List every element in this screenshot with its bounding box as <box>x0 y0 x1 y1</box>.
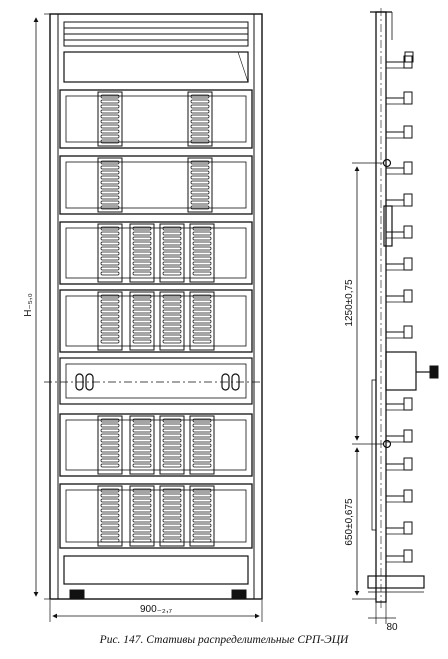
side-bracket <box>386 257 413 271</box>
foot-left <box>69 589 85 600</box>
side-bracket <box>386 91 413 105</box>
shelf-4 <box>59 289 253 353</box>
terminal-column <box>97 485 123 547</box>
terminal-column <box>159 415 185 475</box>
terminal-column <box>97 91 123 147</box>
side-bracket <box>386 325 413 339</box>
mount-hole-upper <box>382 158 392 168</box>
terminal-column <box>189 223 215 283</box>
terminal-column <box>189 415 215 475</box>
mount-hole-lower <box>382 439 392 449</box>
spacing-650-label: 650±0,675 <box>344 498 355 546</box>
top-louver-panel <box>63 21 249 47</box>
side-bracket <box>386 125 413 139</box>
terminal-column <box>159 291 185 351</box>
foot-right <box>231 589 247 600</box>
terminal-column <box>97 157 123 213</box>
side-connector-box <box>385 351 417 391</box>
figure-caption: Рис. 147. Стативы распределительные СРП-… <box>99 634 349 646</box>
shelf-1 <box>59 89 253 149</box>
side-bracket <box>386 161 413 175</box>
top-cover-panel <box>63 51 249 83</box>
width-label: 900₋₂,₇ <box>140 604 173 615</box>
terminal-column <box>189 291 215 351</box>
shelf-5 <box>59 413 253 477</box>
side-view <box>352 8 439 624</box>
side-bracket <box>386 397 413 411</box>
mounting-bar <box>44 357 262 405</box>
terminal-column <box>129 415 155 475</box>
terminal-column <box>159 485 185 547</box>
depth-80-label: 80 <box>386 622 398 633</box>
terminal-column <box>97 415 123 475</box>
shelf-6 <box>59 483 253 549</box>
terminal-column <box>97 223 123 283</box>
terminal-column <box>159 223 185 283</box>
side-bracket <box>386 289 413 303</box>
terminal-column <box>129 485 155 547</box>
side-knob <box>429 365 439 379</box>
front-view <box>33 13 263 622</box>
side-bracket <box>386 225 413 239</box>
side-bracket <box>386 193 413 207</box>
side-bracket <box>386 521 413 535</box>
side-bracket <box>386 549 413 563</box>
side-bracket <box>386 489 413 503</box>
terminal-column <box>129 223 155 283</box>
shelf-3 <box>59 221 253 285</box>
terminal-column <box>187 91 213 147</box>
shelf-2 <box>59 155 253 215</box>
terminal-column <box>97 291 123 351</box>
terminal-column <box>129 291 155 351</box>
spacing-1250-label: 1250±0,75 <box>344 279 355 327</box>
height-label: H₋₅,₀ <box>23 293 34 316</box>
side-bracket <box>386 429 413 443</box>
side-bracket <box>386 457 413 471</box>
terminal-column <box>189 485 215 547</box>
terminal-column <box>187 157 213 213</box>
bottom-cover-panel <box>63 555 249 585</box>
side-bracket <box>404 51 414 63</box>
